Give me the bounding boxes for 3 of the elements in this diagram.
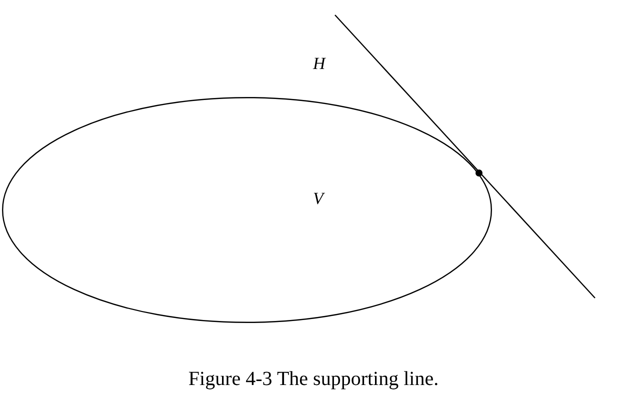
figure-caption: Figure 4-3 The supporting line. <box>188 368 439 390</box>
region-label: V <box>313 190 324 207</box>
line-label: H <box>313 55 326 72</box>
